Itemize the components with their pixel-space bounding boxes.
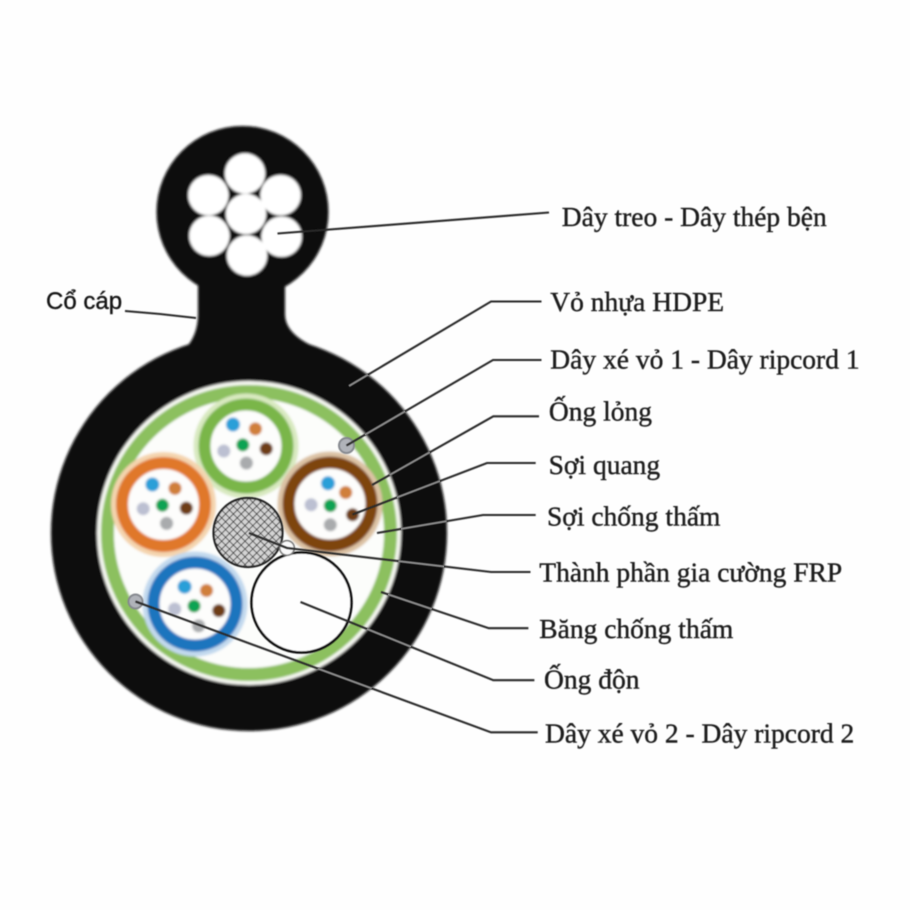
svg-text:Vỏ nhựa HDPE: Vỏ nhựa HDPE [550,286,724,317]
svg-text:Băng chống thấm: Băng chống thấm [539,613,733,644]
svg-text:Dây xé vỏ 1 - Dây ripcord 1: Dây xé vỏ 1 - Dây ripcord 1 [550,344,859,375]
svg-text:Ống lỏng: Ống lỏng [549,396,652,427]
svg-text:Cổ cáp: Cổ cáp [46,288,122,315]
svg-text:Dây treo - Dây thép bện: Dây treo - Dây thép bện [562,201,827,232]
svg-text:Thành phần gia cường FRP: Thành phần gia cường FRP [539,557,842,588]
svg-text:Sợi chống thấm: Sợi chống thấm [547,501,720,532]
svg-text:Sợi quang: Sợi quang [549,449,661,480]
svg-text:Dây xé vỏ 2 - Dây ripcord 2: Dây xé vỏ 2 - Dây ripcord 2 [545,718,854,749]
svg-text:Ống độn: Ống độn [544,664,640,695]
